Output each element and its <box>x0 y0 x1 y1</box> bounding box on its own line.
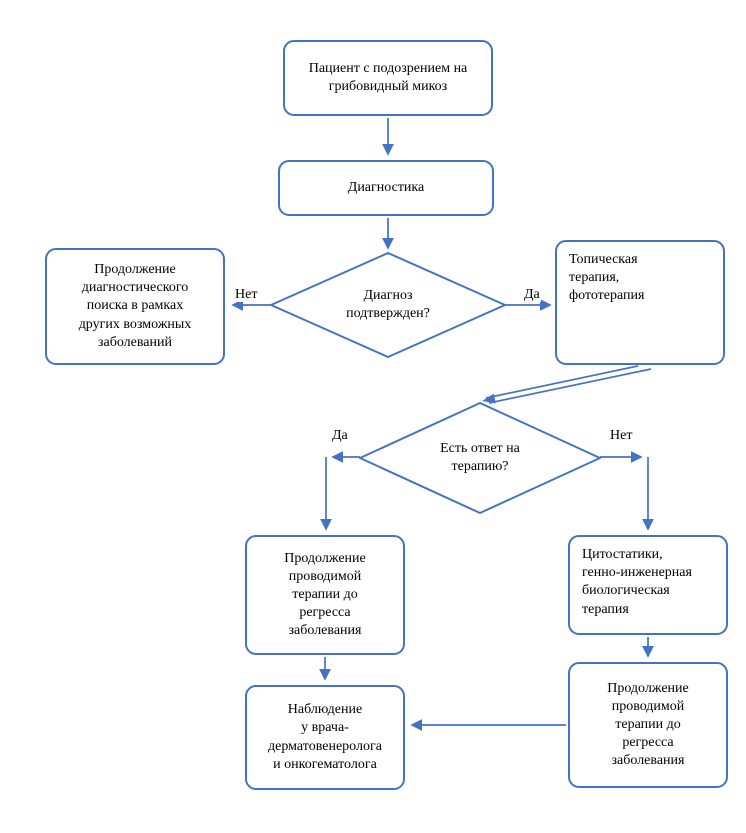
node-continue-therapy-right: Продолжение проводимой терапии до регрес… <box>568 662 728 788</box>
edge-label-yes-1: Да <box>523 287 541 303</box>
decision-diagnosis-confirmed-label: Диагноз подтвержден? <box>346 287 430 321</box>
decision-response-shape <box>359 402 601 514</box>
node-continue-therapy-left: Продолжение проводимой терапии до регрес… <box>245 535 405 655</box>
decision-diagnosis-confirmed-shape <box>270 252 506 358</box>
edge-label-no-1: Нет <box>234 287 259 303</box>
node-diagnostics: Диагностика <box>278 160 494 216</box>
connector-topical-to-response-line-a <box>485 365 639 399</box>
connector-topical-to-response-line-b <box>488 368 652 404</box>
node-cytostatics: Цитостатики, генно-инженерная биологичес… <box>568 535 728 635</box>
node-continue-diagnostic-search: Продолжение диагностического поиска в ра… <box>45 248 225 365</box>
node-topical-therapy: Топическая терапия, фототерапия <box>555 240 725 365</box>
node-observation: Наблюдение у врача- дерматовенеролога и … <box>245 685 405 790</box>
node-suspected-patient: Пациент с подозрением на грибовидный мик… <box>283 40 493 116</box>
edge-label-yes-2: Да <box>331 428 349 444</box>
edge-label-no-2: Нет <box>609 428 634 444</box>
arrowhead-topical-to-response <box>482 393 496 404</box>
decision-response-label: Есть ответ на терапию? <box>440 440 520 474</box>
